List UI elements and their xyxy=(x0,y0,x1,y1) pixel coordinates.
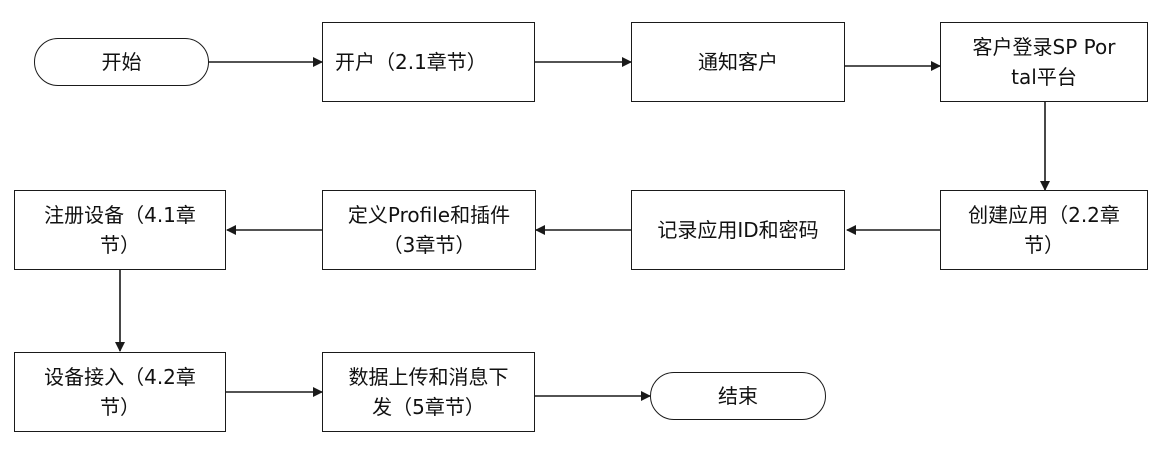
register-device-label: 注册设备（4.1章节） xyxy=(44,203,196,257)
register-device-step: 注册设备（4.1章节） xyxy=(14,190,226,270)
open-account-label: 开户（2.1章节） xyxy=(335,50,487,74)
notify-customer-label: 通知客户 xyxy=(698,50,778,74)
define-profile-step: 定义Profile和插件（3章节） xyxy=(322,190,536,270)
end-label: 结束 xyxy=(718,384,758,408)
device-access-step: 设备接入（4.2章节） xyxy=(14,352,226,432)
data-upload-label: 数据上传和消息下发（5章节） xyxy=(348,365,509,419)
open-account-step: 开户（2.1章节） xyxy=(322,22,535,102)
customer-login-label: 客户登录SP Portal平台 xyxy=(972,35,1116,89)
record-app-id-label: 记录应用ID和密码 xyxy=(657,218,819,242)
create-app-label: 创建应用（2.2章节） xyxy=(968,203,1120,257)
device-access-label: 设备接入（4.2章节） xyxy=(44,365,196,419)
define-profile-label: 定义Profile和插件（3章节） xyxy=(347,203,511,257)
start-node: 开始 xyxy=(34,38,209,86)
notify-customer-step: 通知客户 xyxy=(631,22,845,102)
start-label: 开始 xyxy=(101,50,142,74)
create-app-step: 创建应用（2.2章节） xyxy=(940,190,1148,270)
record-app-id-step: 记录应用ID和密码 xyxy=(631,190,845,270)
end-node: 结束 xyxy=(650,372,826,420)
data-upload-step: 数据上传和消息下发（5章节） xyxy=(322,352,535,432)
customer-login-step: 客户登录SP Portal平台 xyxy=(940,22,1148,102)
